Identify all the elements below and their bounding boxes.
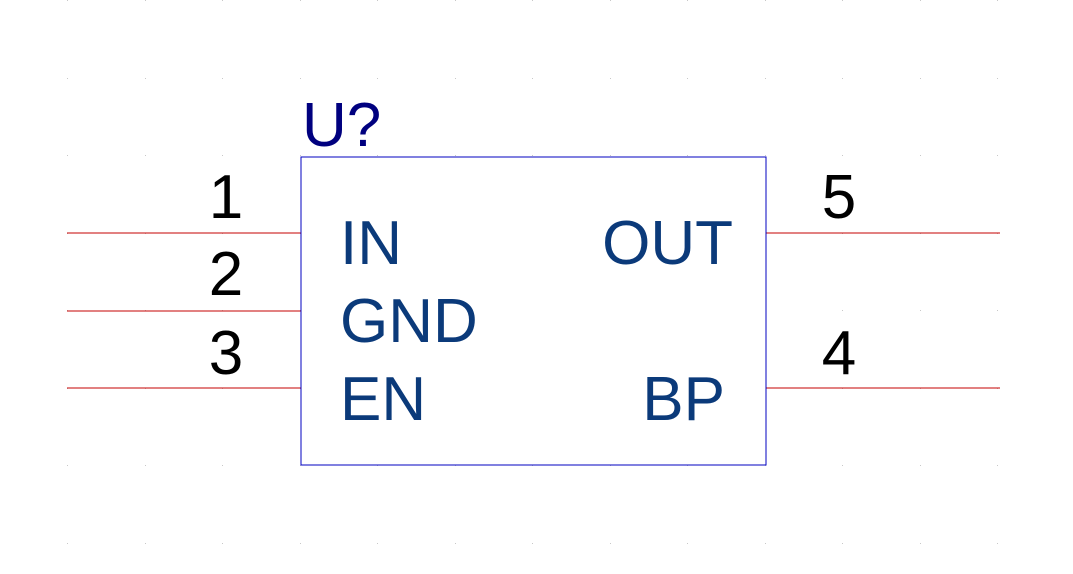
grid-dot [300, 0, 301, 1]
grid-dot [67, 0, 68, 1]
grid-dot [67, 543, 68, 544]
grid-dot [997, 543, 998, 544]
pin-3-number: 3 [209, 319, 243, 388]
grid-dot [222, 465, 223, 466]
grid-dot [222, 543, 223, 544]
grid-dot [300, 543, 301, 544]
pin-2-name: GND [340, 287, 478, 356]
grid-dot [842, 0, 843, 1]
grid-dot [300, 78, 301, 79]
component-body[interactable] [300, 156, 767, 466]
grid-dot [145, 465, 146, 466]
grid-dot [687, 543, 688, 544]
grid-dot [145, 155, 146, 156]
grid-dot [222, 78, 223, 79]
grid-dot [455, 155, 456, 156]
grid-dot [765, 78, 766, 79]
pin-1-number: 1 [209, 163, 243, 232]
grid-dot [532, 543, 533, 544]
grid-dot [997, 0, 998, 1]
grid-dot [765, 0, 766, 1]
grid-dot [455, 543, 456, 544]
grid-dot [222, 0, 223, 1]
grid-dot [997, 155, 998, 156]
grid-dot [145, 78, 146, 79]
grid-dot [145, 543, 146, 544]
grid-dot [67, 78, 68, 79]
grid-dot [842, 78, 843, 79]
grid-dot [532, 155, 533, 156]
pin-1-name: IN [340, 209, 402, 278]
grid-dot [377, 78, 378, 79]
grid-dot [67, 155, 68, 156]
pin-2-number: 2 [209, 240, 243, 309]
grid-dot [842, 155, 843, 156]
grid-dot [997, 78, 998, 79]
grid-dot [920, 543, 921, 544]
grid-dot [455, 0, 456, 1]
grid-dot [920, 310, 921, 311]
grid-dot [610, 543, 611, 544]
grid-dot [610, 155, 611, 156]
grid-dot [842, 543, 843, 544]
grid-dot [222, 155, 223, 156]
grid-dot [455, 78, 456, 79]
grid-dot [300, 155, 301, 156]
grid-dot [687, 155, 688, 156]
grid-dot [842, 310, 843, 311]
grid-dot [920, 155, 921, 156]
grid-dot [997, 310, 998, 311]
grid-dot [997, 465, 998, 466]
grid-dot [920, 0, 921, 1]
pin-3-name: EN [340, 365, 426, 434]
grid-dot [765, 543, 766, 544]
grid-dot [687, 78, 688, 79]
pin-5-name: OUT [602, 209, 733, 278]
pin-4-name: BP [642, 365, 725, 434]
grid-dot [145, 0, 146, 1]
grid-dot [842, 465, 843, 466]
grid-dot [532, 78, 533, 79]
grid-dot [610, 0, 611, 1]
pin-4-number: 4 [822, 319, 856, 388]
grid-dot [920, 465, 921, 466]
pin-5-number: 5 [822, 163, 856, 232]
grid-dot [67, 465, 68, 466]
grid-dot [377, 155, 378, 156]
grid-dot [920, 78, 921, 79]
grid-dot [610, 78, 611, 79]
grid-dot [532, 0, 533, 1]
component-designator[interactable]: U? [302, 91, 381, 160]
grid-dot [377, 0, 378, 1]
grid-dot [687, 0, 688, 1]
grid-dot [377, 543, 378, 544]
grid-dot [765, 155, 766, 156]
